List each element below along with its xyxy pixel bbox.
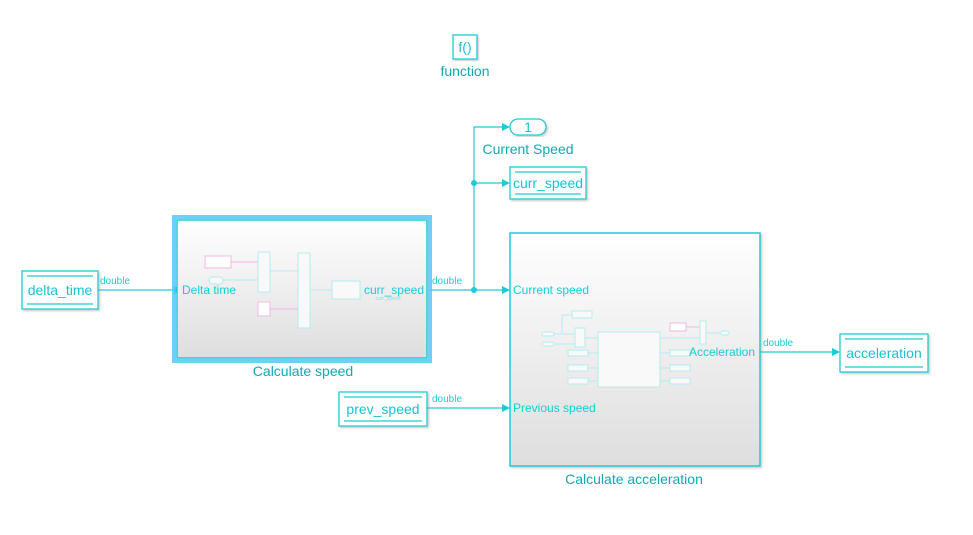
subsystem-name: Calculate acceleration	[565, 471, 703, 487]
function-label: function	[440, 63, 489, 79]
svg-text:delta_time: delta_time	[28, 282, 93, 298]
svg-text:1: 1	[524, 119, 532, 135]
subsystem-preview: curr_speed	[204, 251, 401, 329]
subsystem-name: Calculate speed	[253, 363, 353, 379]
goto-acceleration[interactable]: acceleration	[839, 333, 929, 373]
signal-type-acceleration: double	[763, 338, 793, 349]
svg-text:curr_speed: curr_speed	[513, 175, 583, 191]
port-acceleration: Acceleration	[689, 345, 755, 359]
svg-text:f(): f()	[458, 39, 471, 55]
from-delta-time[interactable]: delta_time	[21, 270, 99, 310]
signal-lines	[98, 123, 840, 412]
inner-label: curr_speed	[375, 296, 400, 302]
from-prev-speed[interactable]: prev_speed	[338, 391, 428, 427]
port-curr-speed: curr_speed	[364, 283, 424, 297]
outport-current-speed[interactable]: 1 Current Speed	[482, 118, 574, 157]
goto-curr-speed[interactable]: curr_speed	[509, 166, 587, 200]
signal-type-delta-time: double	[100, 276, 130, 287]
signal-type-curr-speed: double	[432, 276, 462, 287]
signal-type-prev-speed: double	[432, 394, 462, 405]
subsystem-calculate-acceleration[interactable]: Current speed Previous speed Acceleratio…	[509, 232, 761, 487]
port-delta-time: Delta time	[182, 283, 236, 297]
subsystem-calculate-speed[interactable]: curr_speed Delta time curr_speed Calcula…	[172, 215, 432, 379]
subsystem-preview	[541, 310, 730, 388]
port-previous-speed: Previous speed	[513, 401, 596, 415]
port-current-speed: Current speed	[513, 283, 589, 297]
outport-label: Current Speed	[482, 141, 573, 157]
svg-text:prev_speed: prev_speed	[346, 401, 419, 417]
svg-text:acceleration: acceleration	[846, 345, 922, 361]
function-block[interactable]: f() function	[440, 34, 490, 79]
